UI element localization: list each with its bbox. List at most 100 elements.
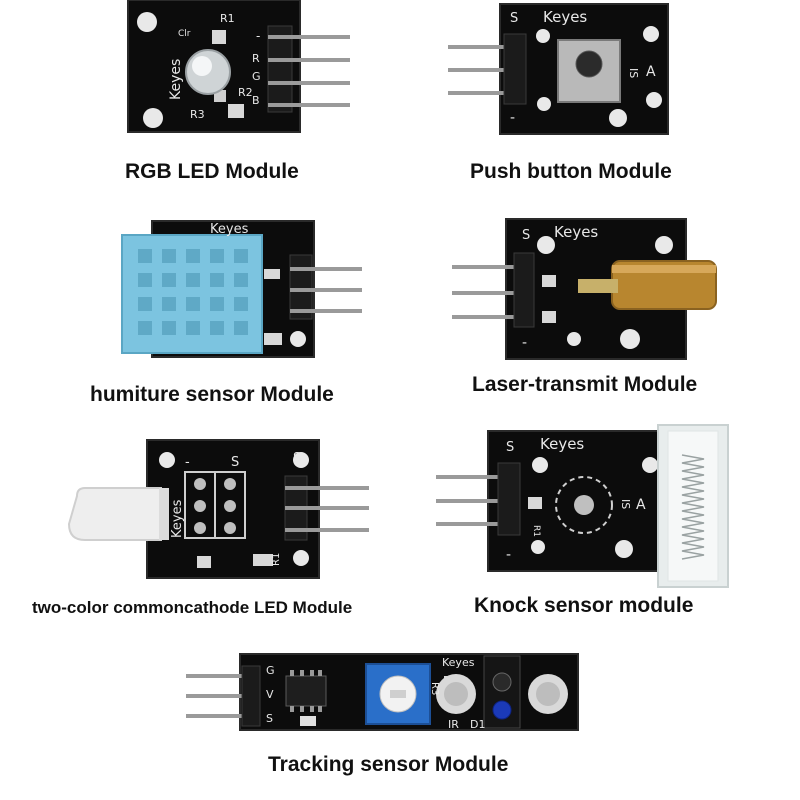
header-pins xyxy=(452,265,526,319)
smd-resistor xyxy=(542,275,556,287)
mounting-hole xyxy=(642,457,658,473)
silk-label: - xyxy=(522,335,527,351)
silk-label: S xyxy=(231,455,239,470)
caption-tracking-sensor: Tracking sensor Module xyxy=(268,753,509,776)
silk-label: - xyxy=(510,110,515,126)
silk-label: R1 xyxy=(220,12,235,25)
ir-receiver xyxy=(492,672,512,692)
silk-label: V xyxy=(266,688,274,701)
mounting-hole xyxy=(646,92,662,108)
solder-pad xyxy=(574,495,594,515)
silk-label: A xyxy=(646,64,656,80)
silk-label: R2 xyxy=(238,86,253,99)
via xyxy=(615,540,633,558)
mounting-hole xyxy=(143,108,163,128)
mounting-hole xyxy=(532,457,548,473)
ir-emitter xyxy=(492,700,512,720)
bicolor-led-lens xyxy=(67,487,162,541)
brand-silkscreen: Keyes xyxy=(170,499,185,538)
smd-resistor xyxy=(542,311,556,323)
caption-rgb-led: RGB LED Module xyxy=(125,160,299,183)
mounting-hole xyxy=(643,26,659,42)
silk-label: R xyxy=(252,52,260,65)
smd-resistor xyxy=(253,554,273,566)
silk-label: R3 xyxy=(190,108,205,121)
mounting-hole xyxy=(655,236,673,254)
smd-led xyxy=(300,716,316,726)
spring-coil xyxy=(681,454,705,560)
smd-resistor xyxy=(264,333,282,345)
brand-silkscreen: Keyes xyxy=(210,222,249,237)
mounting-hole xyxy=(293,452,309,468)
silk-label: R1 xyxy=(531,525,541,537)
solder-pads xyxy=(194,478,236,534)
smd-resistor xyxy=(528,497,542,509)
silk-label: B xyxy=(252,94,260,107)
rgb-led-module: Keyes R1 R2 R3 R G B - Clr xyxy=(120,0,360,140)
laser-board-illustration: Keyes S - xyxy=(452,218,717,360)
mounting-hole xyxy=(293,550,309,566)
silk-label: - xyxy=(185,455,190,470)
spring-footprint xyxy=(555,476,613,534)
laser-module: Keyes S - xyxy=(452,215,722,365)
caption-laser: Laser-transmit Module xyxy=(472,373,698,396)
humiture-module: Keyes xyxy=(118,215,368,365)
mounting-hole-inner xyxy=(536,682,560,706)
caption-knock-sensor: Knock sensor module xyxy=(474,594,694,617)
knock-sensor-board-illustration: Keyes S - A IS R1 xyxy=(436,424,729,588)
mounting-hole xyxy=(620,329,640,349)
trimmer-slot xyxy=(390,690,406,698)
rgb-led-board-illustration: Keyes R1 R2 R3 R G B - Clr xyxy=(127,0,350,133)
silk-label: S xyxy=(522,228,530,243)
via xyxy=(531,540,545,554)
smd-resistor xyxy=(228,104,244,118)
via xyxy=(536,29,550,43)
tracking-sensor-module: Keyes G V S R3 IR D1 xyxy=(186,648,582,738)
mounting-hole xyxy=(137,12,157,32)
via xyxy=(537,97,551,111)
header-pins xyxy=(268,35,350,107)
pin-header xyxy=(513,252,535,328)
header-pins xyxy=(186,674,252,718)
brand-silkscreen: Keyes xyxy=(168,59,184,100)
silk-label: R3 xyxy=(429,682,440,695)
pin-header xyxy=(241,665,261,727)
silk-label: S xyxy=(510,11,518,26)
caption-humiture: humiture sensor Module xyxy=(90,383,334,406)
brass-highlight xyxy=(612,265,716,273)
brand-silkscreen: Keyes xyxy=(442,656,475,669)
two-color-led-module: Keyes S - S R1 xyxy=(65,438,375,583)
push-button-board-illustration: Keyes S - A IS xyxy=(448,3,669,135)
caption-two-color-led: two-color commoncathode LED Module xyxy=(32,598,353,617)
silk-label: IS xyxy=(627,68,640,78)
header-pins xyxy=(290,267,362,313)
header-pins xyxy=(436,475,510,526)
mounting-hole xyxy=(537,236,555,254)
smd-resistor xyxy=(212,30,226,44)
led-flange xyxy=(159,488,169,540)
mounting-hole xyxy=(159,452,175,468)
mounting-hole xyxy=(290,331,306,347)
mounting-hole-inner xyxy=(444,682,468,706)
humiture-board-illustration: Keyes xyxy=(121,220,362,358)
brand-silkscreen: Keyes xyxy=(543,8,587,26)
ic-legs xyxy=(290,670,322,712)
silk-label: G xyxy=(266,664,275,677)
silk-label: S xyxy=(266,712,273,725)
pin-header xyxy=(267,25,293,113)
smd-resistor xyxy=(197,556,211,568)
footprint-outline xyxy=(214,471,246,539)
smd-resistor xyxy=(264,269,280,279)
silk-label: G xyxy=(252,70,261,83)
silk-label: S xyxy=(506,440,514,455)
header-pins xyxy=(285,486,369,532)
via xyxy=(609,109,627,127)
housing-inner xyxy=(667,430,719,582)
brand-silkscreen: Keyes xyxy=(554,223,598,241)
two-color-led-board-illustration: Keyes S - S R1 xyxy=(67,439,369,579)
silk-label: IR xyxy=(448,718,459,731)
led-highlight xyxy=(192,56,212,76)
sensor-grille xyxy=(138,249,248,335)
ir-sensor-housing xyxy=(483,655,521,729)
header-pins xyxy=(448,45,510,95)
